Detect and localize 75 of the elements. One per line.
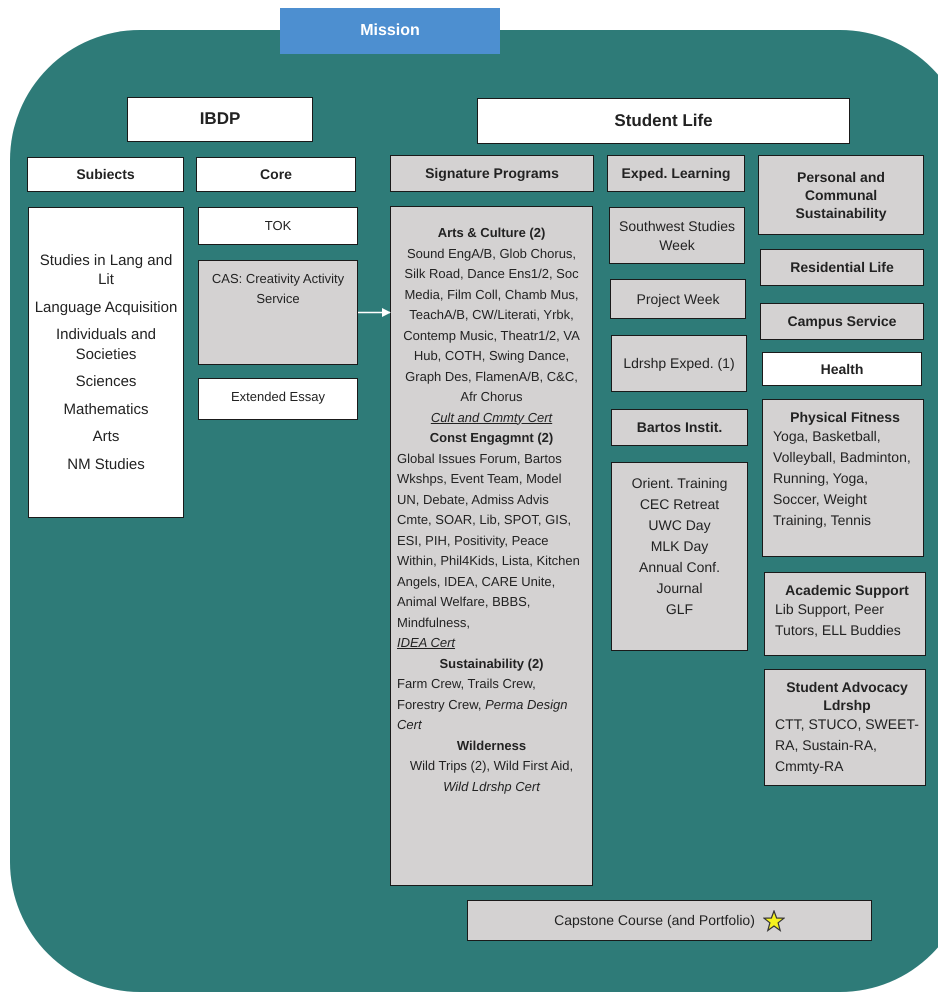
list-item: UWC Day — [648, 516, 711, 535]
program-list: Sound EngA/B, Glob Chorus, Silk Road, Dance Ens1/2, Soc Media, Film Coll, Chamb Mus, TeachA/B, CW/Literati, Yrbk, Contemp Music, Theatr1/2, VA Hub, COTH, Swing Dance, Graph Des, FlamenA/B, C&C, Afr Chorus — [397, 244, 586, 408]
header-box — [758, 155, 924, 235]
list-item: Mathematics — [63, 400, 149, 420]
box-label: Extended Essay — [231, 388, 325, 406]
capstone-box — [467, 900, 872, 941]
heading: Residential Life — [790, 258, 894, 277]
section-heading: Wilderness — [456, 736, 528, 754]
header-box — [760, 249, 924, 286]
program-box — [390, 206, 593, 886]
heading: Student Life — [614, 110, 713, 132]
certificate-label: IDEA Cert — [397, 634, 456, 652]
list-item: Studies in Lang and Lit — [38, 250, 174, 290]
program-box — [610, 279, 746, 319]
program-box — [611, 335, 747, 392]
program-list: Lib Support, Peer Tutors, ELL Buddies — [775, 599, 919, 642]
section-heading: Const Engagmnt (2) — [428, 429, 554, 447]
box-label: Capstone Course (and Portfolio) — [554, 911, 755, 930]
heading: Subiects — [76, 165, 135, 184]
header-box — [127, 97, 313, 142]
program-list: Wild Trips (2), Wild First Aid, Wild Ldrshp Cert — [397, 756, 586, 797]
core-box — [198, 378, 358, 420]
heading: Bartos Instit. — [636, 418, 722, 437]
program-box — [609, 207, 745, 264]
header-box — [27, 157, 184, 192]
list-item: CEC Retreat — [640, 495, 720, 514]
box-label: CAS: Creativity Activity Service — [210, 270, 346, 308]
heading: IBDP — [200, 108, 240, 130]
section-heading: Arts & Culture (2) — [436, 224, 546, 242]
list-item: Language Acquisition — [34, 298, 178, 318]
header-box — [607, 155, 745, 192]
box-title: Academic Support — [784, 581, 910, 600]
list-item: Arts — [92, 427, 120, 447]
header-box — [390, 155, 594, 192]
certificate-label: Cult and Cmmty Cert — [430, 408, 554, 427]
list-item: Sciences — [76, 372, 136, 392]
list-item: Individuals and Societies — [54, 325, 158, 364]
header-box — [196, 157, 356, 192]
program-box — [611, 462, 748, 651]
heading: Health — [820, 360, 864, 378]
program-box — [764, 572, 926, 656]
heading: Core — [260, 165, 292, 184]
box-label: Project Week — [636, 290, 720, 308]
list-item: GLF — [666, 600, 694, 619]
heading: Exped. Learning — [622, 164, 730, 183]
box-label: TOK — [264, 217, 292, 235]
box-label: Ldrshp Exped. (1) — [623, 354, 735, 373]
program-list: Farm Crew, Trails Crew, Forestry Crew, Perma Design Cert — [397, 674, 586, 736]
box-title: Student Advocacy Ldrshp — [785, 678, 909, 714]
program-box — [764, 669, 926, 786]
list-item: MLK Day — [650, 537, 708, 556]
program-list: Yoga, Basketball, Volleyball, Badminton, Running, Yoga, Soccer, Weight Training, Tennis — [773, 426, 917, 532]
heading: Campus Service — [788, 312, 896, 331]
core-box — [198, 207, 358, 245]
program-box — [762, 399, 924, 557]
header-box — [760, 303, 924, 340]
list-item: Orient. Training — [632, 474, 728, 493]
program-list: Global Issues Forum, Bartos Wkshps, Event Team, Model UN, Debate, Admiss Advis Cmte, SOAR, Lib, SPOT, GIS, ESI, PIH, Positivity, Peace Within, Phil4Kids, Lista, Kitchen Angels, IDEA, CARE Unite, Animal Welfare, BBBS, Mindfulness, — [397, 448, 586, 633]
heading: Signature Programs — [425, 164, 559, 183]
section-heading: Sustainability (2) — [438, 654, 545, 673]
box-title: Physical Fitness — [789, 408, 901, 426]
banner — [280, 8, 500, 54]
header-box — [477, 98, 850, 144]
subject-list-box — [28, 207, 184, 518]
header-box — [611, 409, 748, 446]
box-label: Mission — [360, 20, 420, 41]
list-item: NM Studies — [67, 454, 145, 474]
list-item: Annual Conf. — [639, 558, 720, 577]
heading: Personal and Communal Sustainability — [794, 168, 888, 222]
program-list: CTT, STUCO, SWEET-RA, Sustain-RA, Cmmty-RA — [775, 714, 919, 778]
list-item: Journal — [656, 579, 702, 598]
core-box — [198, 260, 358, 365]
box-label: Southwest Studies Week — [618, 217, 736, 254]
header-box — [762, 352, 922, 386]
arrow — [358, 308, 391, 317]
